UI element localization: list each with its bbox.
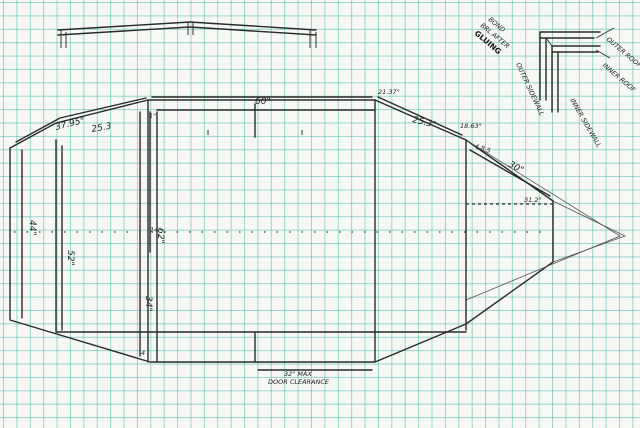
dim-left-52: 52" (65, 250, 75, 266)
dim-inner-14: 14" (150, 226, 161, 234)
dim-top-right-len: 25.3" (411, 115, 437, 131)
dim-inner-4: 4 (141, 349, 145, 357)
dim-inner-34: 34" (143, 296, 153, 312)
dimension-labels: 37.95° 25.3 60" 21.37° 25.3" 18.63° 4.8.… (27, 88, 542, 386)
dim-top-right-angle: 21.37° (378, 88, 400, 96)
door-clearance-top: 32" MAX (284, 370, 312, 378)
inner-outline (55, 99, 467, 363)
dim-left-44: 44" (27, 220, 37, 236)
door-clearance-bottom: DOOR CLEARANCE (268, 378, 330, 386)
dim-right-len: 30" (507, 160, 525, 176)
side-elevation-sketch (57, 21, 317, 48)
dimension-lines (15, 96, 551, 371)
dim-nose-angle: 31.2° (524, 196, 542, 204)
outer-sidewall-label: OUTER SIDEWALL (514, 61, 546, 117)
dim-top-center: 60" (255, 97, 271, 107)
dim-right-angle: 18.63° (460, 122, 482, 130)
inner-roof-label: INNER ROOF (601, 61, 638, 94)
inner-sidewall-label: INNER SIDEWALL (568, 97, 603, 149)
dim-inner-1: 1" (149, 112, 156, 120)
dim-top-left-len: 25.3 (91, 122, 113, 135)
hull-outline (9, 99, 627, 363)
corner-detail: BOND BRL AFTER GLUING OUTER ROOF INNER R… (473, 15, 640, 149)
dim-inner-62: 62" (155, 228, 165, 244)
